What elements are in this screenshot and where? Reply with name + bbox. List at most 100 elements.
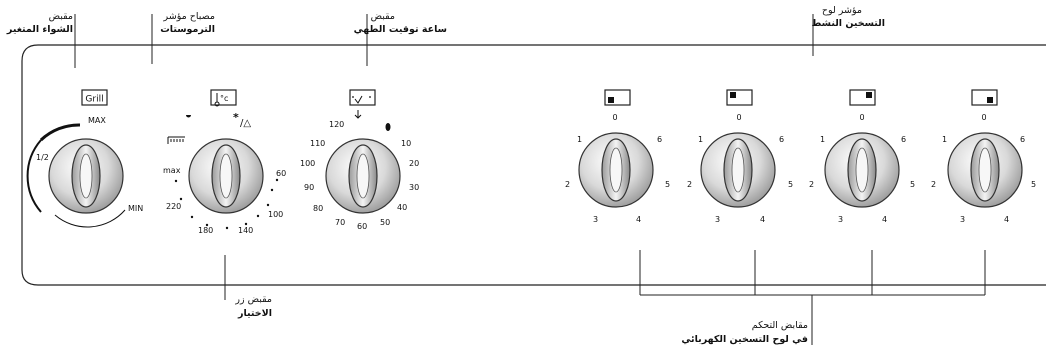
timer-30-label: 30 (409, 183, 419, 192)
timer-120-label: 120 (329, 120, 344, 129)
hob-controls-callout-line1: مقابض التحكم (752, 320, 808, 331)
hob-4-zero: 0 (981, 113, 986, 122)
grill-knob[interactable] (48, 138, 124, 214)
timer-callout-line2: ساعة توقيت الطهي (354, 24, 447, 35)
hob-controls-bracket (639, 250, 986, 345)
oven-220-label: 220 (166, 202, 181, 211)
hob-knob-2-group: 0 1 2 3 4 5 6 (687, 89, 793, 224)
manual-hand-icon (354, 110, 362, 119)
timer-60-label: 60 (357, 222, 367, 231)
grill-scale-arc-thin (54, 209, 126, 228)
thermometer-icon (214, 93, 220, 107)
timer-110-label: 110 (310, 139, 325, 148)
grill-callout-line2: الشواء المتغير (6, 24, 73, 35)
selector-callout-line2: الاختيار (237, 308, 272, 319)
hob-2-two: 2 (687, 180, 692, 189)
oven-dot-100 (266, 203, 270, 207)
hob-4-six: 6 (1020, 135, 1025, 144)
hob-knob-3[interactable] (824, 132, 900, 208)
thermostat-lamp-callout-line1: مصباح مؤشر (163, 11, 215, 22)
hob-1-six: 6 (657, 135, 662, 144)
snowflake-icon: * (233, 111, 239, 124)
timer-90-label: 90 (304, 183, 314, 192)
timer-knob[interactable] (325, 138, 401, 214)
oven-dot-120 (256, 214, 260, 218)
oven-100-label: 100 (268, 210, 283, 219)
grill-scale-arc-mid (26, 139, 42, 213)
oven-dot-180 (205, 223, 209, 227)
grill-badge (81, 89, 108, 106)
timer-80-label: 80 (313, 204, 323, 213)
timer-knob-group: 120 110 100 90 80 70 60 50 40 30 20 10 (300, 89, 419, 231)
timer-callout-line1: مقبض (371, 11, 395, 22)
active-plate-callout-line1: مؤشر لوح (822, 5, 862, 16)
oven-dot-200 (190, 215, 194, 219)
thermostat-lamp-callout-line2: الترموستات (160, 24, 215, 35)
oven-badge-label: °c (220, 94, 228, 103)
hob-4-one: 1 (942, 135, 947, 144)
timer-10-label: 10 (401, 139, 411, 148)
hob-3-four: 4 (882, 215, 887, 224)
hob-1-zone-indicator (608, 97, 614, 103)
hob-4-two: 2 (931, 180, 936, 189)
timer-badge (349, 89, 376, 106)
hob-knob-4-group: 0 1 2 3 4 5 6 (931, 89, 1036, 224)
hob-1-one: 1 (577, 135, 582, 144)
active-plate-callout-line2: التسخين النشط (812, 18, 886, 29)
grill-knob-group: Grill MAX 1/2 MIN (26, 89, 143, 228)
oven-knob-group: °c * /△ max 220 180 140 100 60 (163, 89, 286, 235)
hob-1-three: 3 (593, 215, 598, 224)
hob-3-zero: 0 (859, 113, 864, 122)
hob-3-one: 1 (820, 135, 825, 144)
oven-knob[interactable] (188, 138, 264, 214)
oven-dot-160 (225, 226, 229, 230)
hob-knob-1[interactable] (578, 132, 654, 208)
oven-dot-max (174, 179, 178, 183)
hob-2-six: 6 (779, 135, 784, 144)
grill-callout-line1: مقبض (49, 11, 73, 22)
grill-max-label: MAX (88, 116, 106, 125)
hob-2-four: 4 (760, 215, 765, 224)
grill-badge-label: Grill (85, 95, 103, 105)
grill-min-label: MIN (128, 204, 143, 213)
hob-2-zone-indicator (730, 92, 736, 98)
hob-4-five: 5 (1031, 180, 1036, 189)
oven-140-label: 140 (238, 226, 253, 235)
timer-40-label: 40 (397, 203, 407, 212)
hob-2-three: 3 (715, 215, 720, 224)
grill-scale-arc-thick (39, 123, 81, 142)
panel-outline (21, 44, 1046, 286)
hob-1-two: 2 (565, 180, 570, 189)
hob-3-two: 2 (809, 180, 814, 189)
hob-4-badge (971, 89, 998, 106)
hob-controls-callout-line2: في لوح التسخين الكهربائي (681, 334, 808, 345)
timer-20-label: 20 (409, 159, 419, 168)
selector-callout-line1: مقبض زر (234, 294, 272, 305)
grill-half-label: 1/2 (36, 153, 49, 162)
oven-dot-80 (270, 188, 274, 192)
oven-180-label: 180 (198, 226, 213, 235)
hob-1-five: 5 (665, 180, 670, 189)
hob-3-zone-indicator (866, 92, 872, 98)
oven-60-label: 60 (276, 169, 286, 178)
hob-2-zero: 0 (736, 113, 741, 122)
hob-2-one: 1 (698, 135, 703, 144)
timer-50-label: 50 (380, 218, 390, 227)
hob-3-three: 3 (838, 215, 843, 224)
hob-4-four: 4 (1004, 215, 1009, 224)
timer-bell-icon (354, 95, 363, 104)
hob-4-three: 3 (960, 215, 965, 224)
defrost-icon: /△ (240, 118, 251, 129)
oven-max-label: max (163, 166, 181, 175)
hob-2-five: 5 (788, 180, 793, 189)
timer-start-mark (385, 123, 391, 131)
hob-4-zone-indicator (987, 97, 993, 103)
hob-3-six: 6 (901, 135, 906, 144)
timer-100-label: 100 (300, 159, 315, 168)
oven-dot-220 (179, 197, 183, 201)
hob-knob-4[interactable] (947, 132, 1023, 208)
hob-3-five: 5 (910, 180, 915, 189)
hob-knob-2[interactable] (700, 132, 776, 208)
hob-knob-3-group: 0 1 2 3 4 5 6 (809, 89, 915, 224)
